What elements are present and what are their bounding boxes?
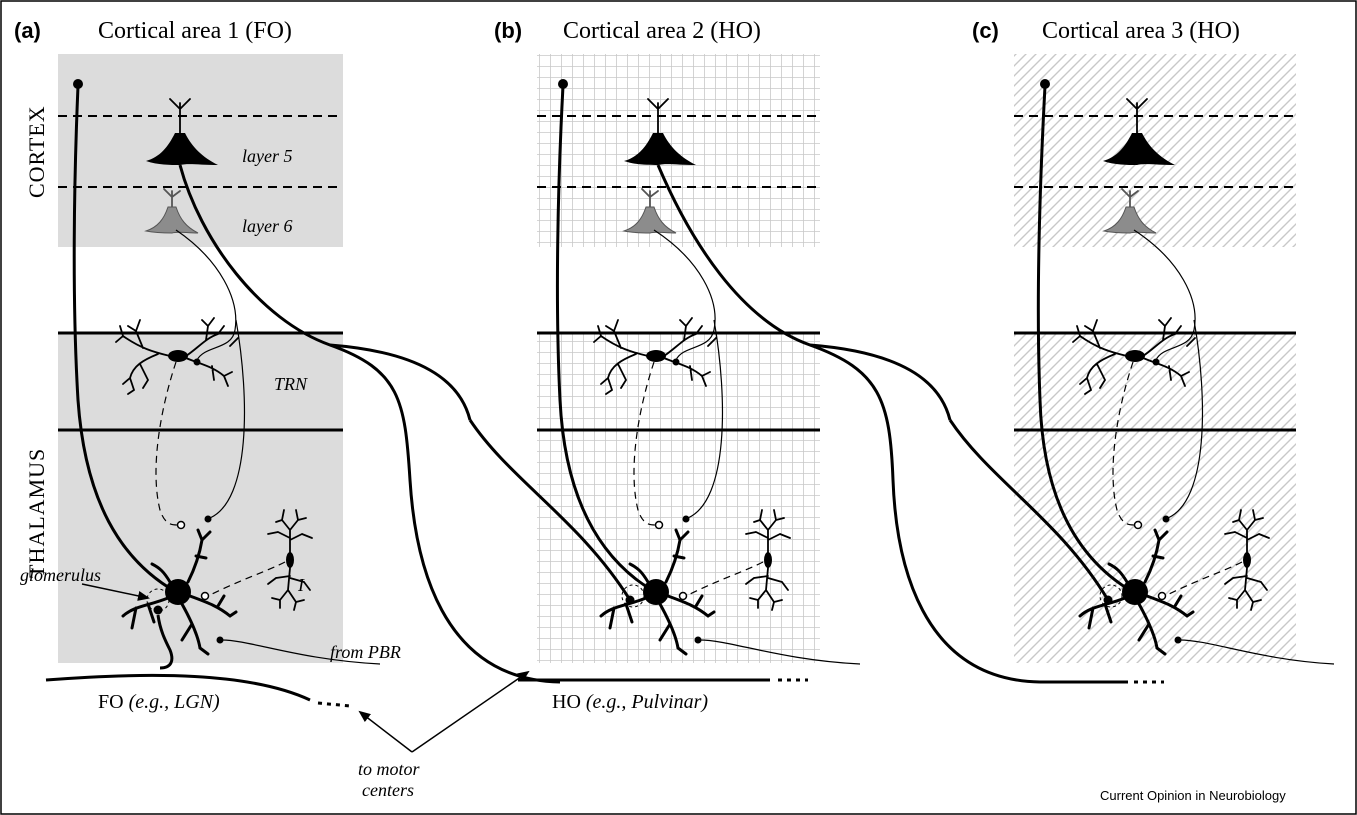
panel-b-background: [537, 54, 820, 663]
panel-c-letter: (c): [972, 18, 999, 43]
trn-boundaries: [58, 331, 1296, 432]
journal-credit: Current Opinion in Neurobiology: [1100, 788, 1286, 803]
layer6-label: layer 6: [242, 216, 292, 236]
cortex-label: CORTEX: [24, 105, 49, 198]
glomerulus-label: glomerulus: [20, 565, 101, 585]
panel-c-title: Cortical area 3 (HO): [1042, 18, 1240, 44]
panel-c-circuit: [948, 79, 1335, 684]
trn-label: TRN: [274, 374, 308, 394]
panel-b-circuit: [468, 79, 1041, 684]
interneuron-label: I: [297, 575, 305, 595]
panel-b-title: Cortical area 2 (HO): [563, 18, 761, 44]
panel-a-title: Cortical area 1 (FO): [98, 18, 292, 44]
fo-label: FO (e.g., LGN): [98, 691, 220, 713]
panel-a-circuit: [45, 79, 561, 708]
panel-a-letter: (a): [14, 18, 41, 43]
motor-arrows: [358, 670, 530, 753]
panel-c-background: [1014, 54, 1296, 663]
motor-centers-label-line2: centers: [362, 780, 414, 800]
ho-label: HO (e.g., Pulvinar): [552, 691, 708, 713]
layer5-label: layer 5: [242, 146, 292, 166]
motor-centers-label-line1: to motor: [358, 759, 421, 779]
layer-boundaries: [58, 115, 1296, 188]
thalamus-label: THALAMUS: [24, 448, 49, 578]
panel-a-background: [58, 54, 343, 663]
panel-b-letter: (b): [494, 18, 522, 43]
from-pbr-label: from PBR: [330, 642, 401, 662]
